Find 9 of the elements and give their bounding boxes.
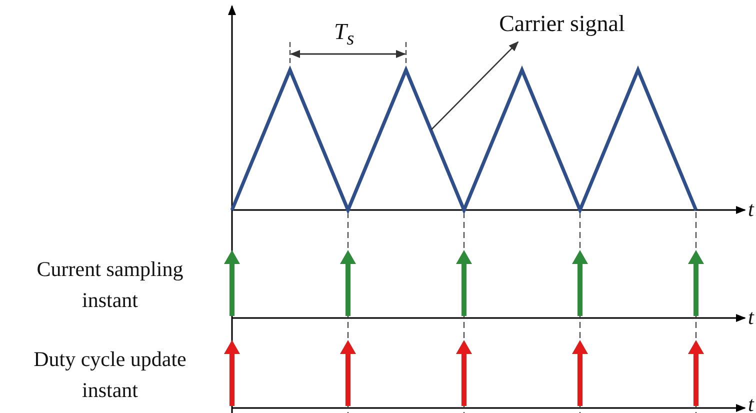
axis-label: t [748, 305, 754, 330]
callout-label: Carrier signal [472, 10, 652, 38]
period-label: T$_{s}$ [334, 18, 354, 51]
axis-label: t [748, 197, 754, 222]
row-label: Duty cycle update instant [32, 346, 188, 404]
leader-line [430, 41, 519, 130]
axis-label: t [748, 392, 754, 413]
carrier-waveform [230, 65, 698, 215]
row-label: Current sampling instant [36, 256, 184, 314]
